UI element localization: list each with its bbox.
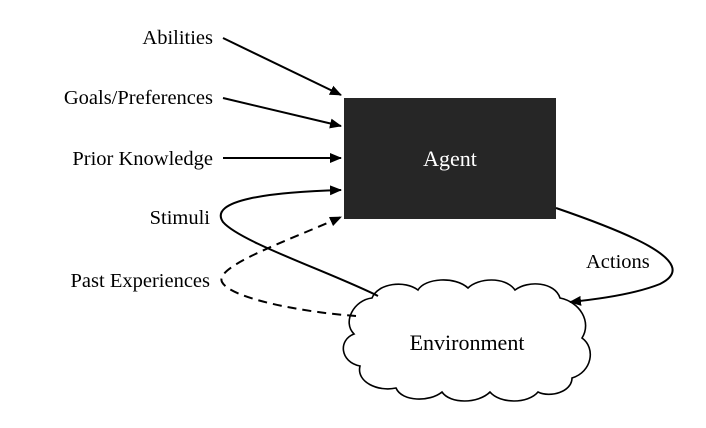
stimuli-arrow (219, 185, 379, 297)
goals-label: Goals/Preferences (64, 87, 213, 109)
environment-cloud (342, 279, 592, 402)
abilities-label: Abilities (142, 27, 213, 49)
actions-label: Actions (586, 251, 650, 273)
past-experiences-label: Past Experiences (71, 270, 210, 292)
environment-label: Environment (410, 330, 525, 355)
past-experiences-arrow (220, 216, 357, 317)
agent-label: Agent (423, 146, 477, 171)
actions-arrow (555, 207, 674, 306)
prior-knowledge-label: Prior Knowledge (72, 148, 213, 170)
agent-box (344, 98, 556, 219)
stimuli-label: Stimuli (150, 207, 211, 229)
abilities-arrow (222, 37, 342, 96)
goals-arrow (222, 97, 342, 129)
